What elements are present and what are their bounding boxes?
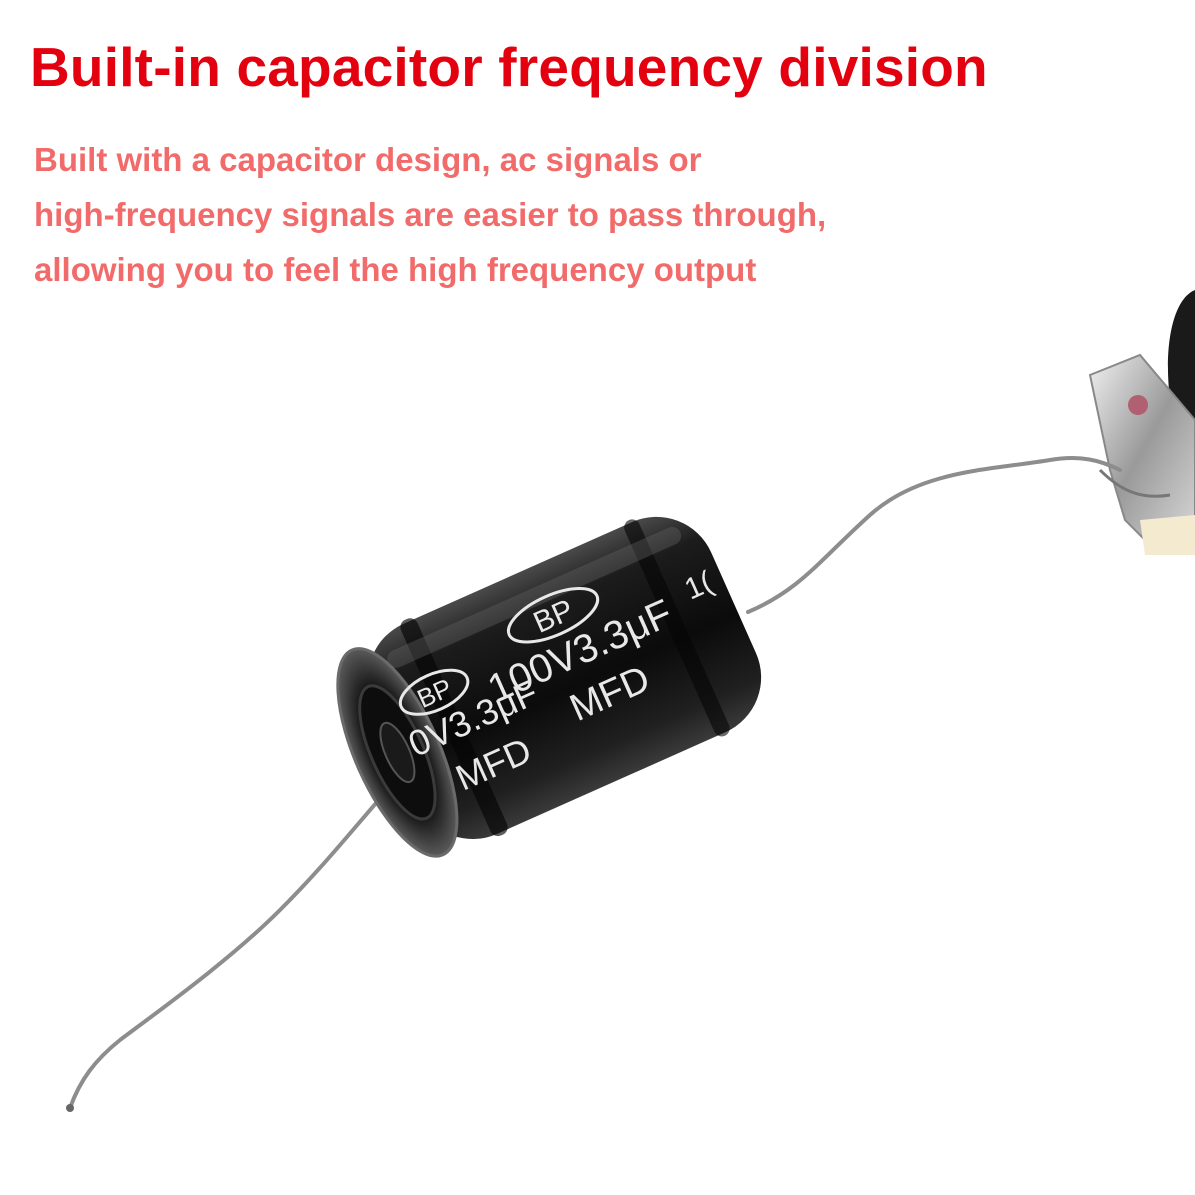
capacitor-body: BP 100V3.3μF MFD BP 0V3.3μF MFD 1( <box>336 516 762 858</box>
lead-wire-left <box>68 768 407 1110</box>
wire-tip <box>66 1104 74 1112</box>
solder-tab-shape <box>1088 353 1195 555</box>
headline-title: Built-in capacitor frequency division <box>30 36 988 98</box>
lead-wire-right <box>746 456 1122 614</box>
description-text: Built with a capacitor design, ac signal… <box>34 132 826 297</box>
description-line-3: allowing you to feel the high frequency … <box>34 251 757 288</box>
description-line-2: high-frequency signals are easier to pas… <box>34 196 827 233</box>
description-line-1: Built with a capacitor design, ac signal… <box>34 141 702 178</box>
